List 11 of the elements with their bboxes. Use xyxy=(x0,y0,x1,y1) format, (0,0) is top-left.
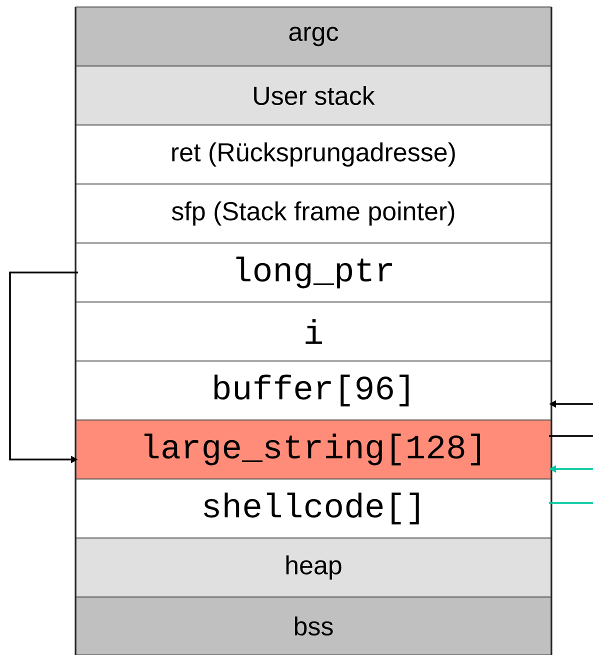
stack-segment: bss xyxy=(76,596,552,655)
stack-segment: heap xyxy=(76,538,552,598)
variable-cell: large_string[128] xyxy=(76,420,552,480)
variable-cell: shellcode[] xyxy=(76,478,552,538)
variable-cell: long_ptr xyxy=(76,242,552,302)
stack-segment: argc xyxy=(76,6,552,66)
stack-segment: User stack xyxy=(76,66,552,126)
stack-segment: ret (Rücksprungadresse) xyxy=(76,124,552,184)
stack-segment: sfp (Stack frame pointer) xyxy=(76,184,552,244)
variable-cell: buffer[96] xyxy=(76,360,552,420)
variable-cell: i xyxy=(76,302,552,362)
